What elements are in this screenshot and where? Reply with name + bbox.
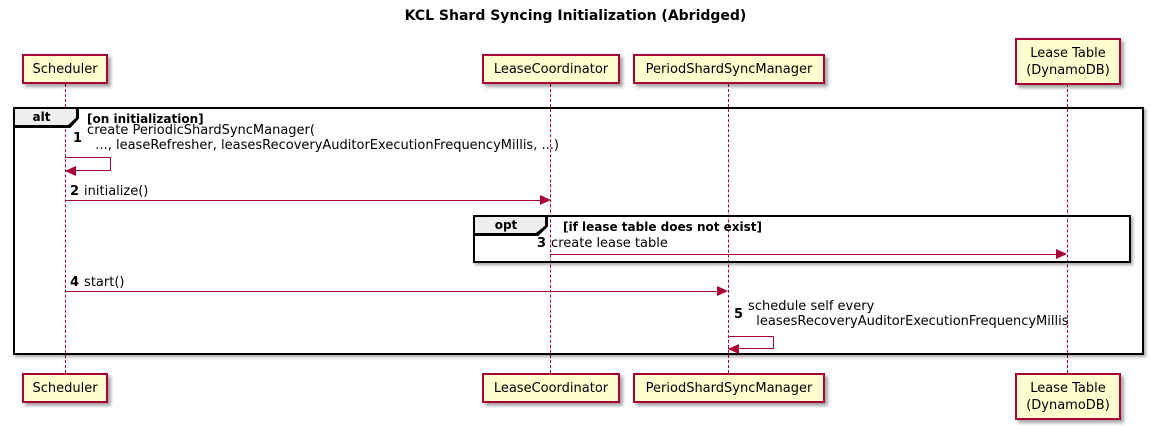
message-1-text: create PeriodicShardSyncManager( ..., le… <box>87 123 559 153</box>
message-1-label: 1 create PeriodicShardSyncManager( ..., … <box>73 123 559 153</box>
message-5-label: 5 schedule self every leasesRecoveryAudi… <box>734 299 1069 329</box>
participant-period-shard-sync-manager-top: PeriodShardSyncManager <box>633 54 825 84</box>
message-4-label: 4 start() <box>70 275 124 290</box>
message-4-number: 4 <box>70 275 80 290</box>
message-5-number: 5 <box>734 306 744 322</box>
message-1-self-arrow <box>65 157 111 171</box>
opt-operator-pentagon: opt <box>473 215 548 236</box>
opt-frame: opt [if lease table does not exist] <box>473 215 1131 263</box>
message-3-text: create lease table <box>551 236 668 251</box>
message-2-text: initialize() <box>84 184 149 199</box>
alt-operator-label: alt <box>15 109 76 125</box>
lifeline-lease-coordinator <box>550 84 551 373</box>
alt-frame: alt [on initialization] <box>13 107 1144 355</box>
message-5-self-arrow <box>728 336 774 349</box>
message-2-label: 2 initialize() <box>70 184 148 199</box>
lifeline-scheduler <box>65 84 66 373</box>
message-1-arrowhead-icon <box>65 166 76 176</box>
participant-lease-coordinator-bottom: LeaseCoordinator <box>482 373 620 403</box>
lifeline-lease-table <box>1067 84 1068 373</box>
message-1-number: 1 <box>73 130 83 146</box>
participant-lease-coordinator-top: LeaseCoordinator <box>482 54 620 84</box>
opt-guard-label: [if lease table does not exist] <box>563 220 763 234</box>
message-4-arrowhead-icon <box>717 286 728 296</box>
message-2-number: 2 <box>70 184 80 199</box>
participant-scheduler-bottom: Scheduler <box>22 373 108 403</box>
message-5-arrowhead-icon <box>728 344 739 354</box>
lifeline-period-shard-sync-manager <box>728 84 729 373</box>
message-3-number: 3 <box>537 236 547 251</box>
message-3-arrowhead-icon <box>1056 249 1067 259</box>
participant-lease-table-top: Lease Table (DynamoDB) <box>1015 38 1121 85</box>
message-2-arrow <box>65 200 542 201</box>
participant-lease-table-bottom: Lease Table (DynamoDB) <box>1015 373 1121 420</box>
message-4-text: start() <box>84 275 125 290</box>
message-4-arrow <box>65 291 719 292</box>
opt-operator-label: opt <box>475 217 545 233</box>
message-5-text: schedule self every leasesRecoveryAudito… <box>748 299 1069 329</box>
message-3-arrow <box>550 254 1058 255</box>
message-2-arrowhead-icon <box>540 195 551 205</box>
alt-guard-label: [on initialization] <box>87 112 204 126</box>
message-3-label: 3 create lease table <box>537 236 668 251</box>
alt-operator-pentagon: alt <box>13 107 79 128</box>
participant-period-shard-sync-manager-bottom: PeriodShardSyncManager <box>633 373 825 403</box>
diagram-title: KCL Shard Syncing Initialization (Abridg… <box>404 8 747 24</box>
participant-scheduler-top: Scheduler <box>22 54 108 84</box>
